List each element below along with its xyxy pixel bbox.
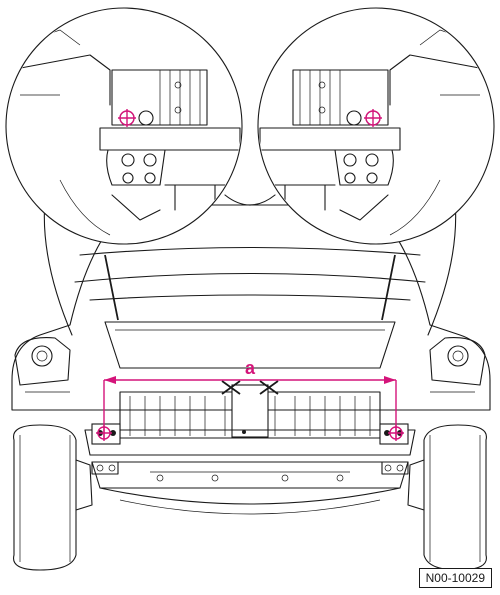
front-left-wheel	[12, 424, 93, 571]
vehicle-front-view	[11, 204, 491, 515]
left-arrowhead	[104, 376, 116, 384]
front-right-wheel	[407, 424, 487, 571]
dimension-label-a: a	[245, 358, 256, 378]
distance-a-measurement: a	[96, 358, 404, 441]
right-mounting-point-detail	[257, 7, 495, 245]
right-arrowhead	[384, 376, 396, 384]
figure-id-label: N00-10029	[418, 568, 492, 588]
left-mounting-point-detail	[5, 7, 243, 245]
